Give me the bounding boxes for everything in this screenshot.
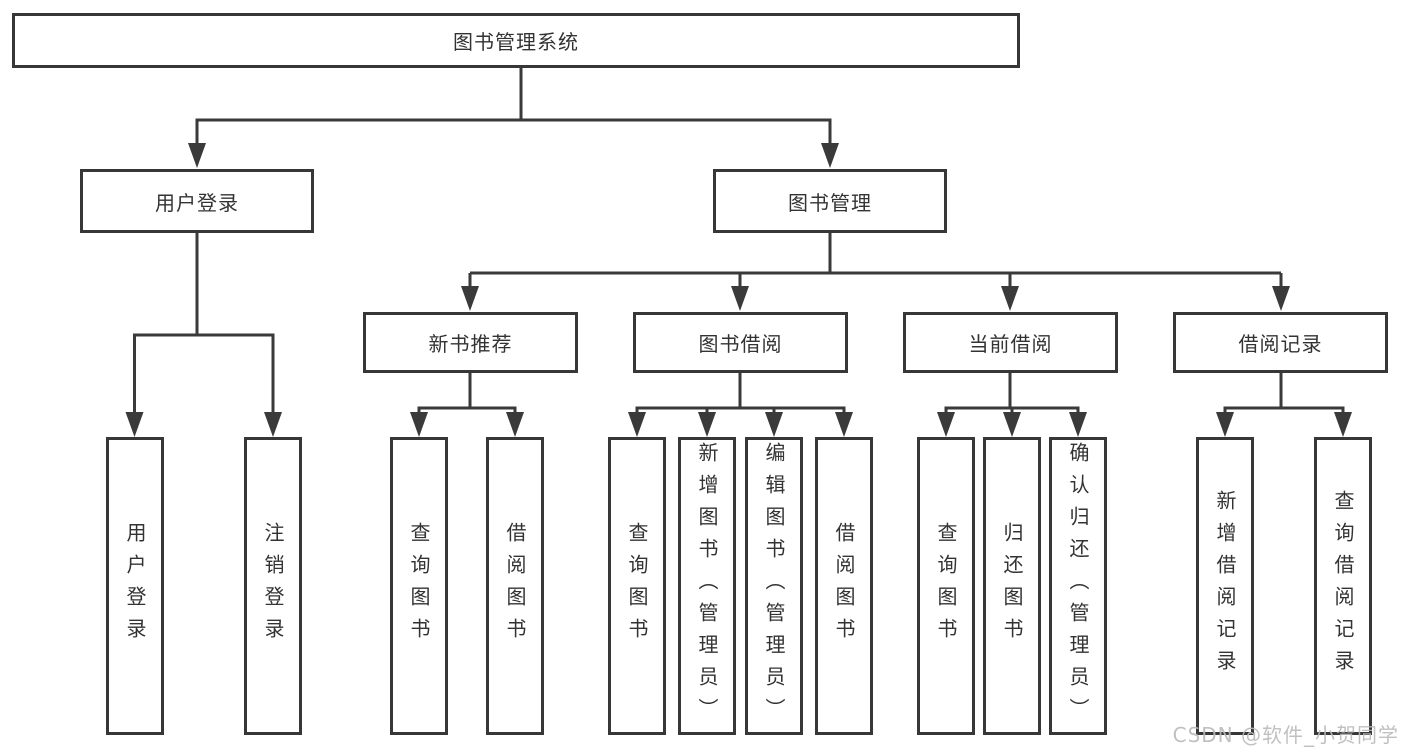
connector-records-to-leaves: [1223, 371, 1345, 414]
connector-root-to-level2: [195, 66, 832, 145]
leaf-recommend-borrow-books: 借阅图书: [486, 437, 544, 735]
leaf-current-query-books-label: 查询图书: [934, 522, 958, 650]
arrowheads-current-leaves: [937, 412, 1087, 437]
node-borrowing-records-label: 借阅记录: [1238, 332, 1323, 356]
node-book-borrowing: 图书借阅: [633, 312, 848, 373]
leaf-borrowing-edit-books-admin: 编辑图书（管理员）: [745, 437, 803, 735]
arrowheads-level2: [188, 143, 839, 168]
leaf-borrowing-borrow-books: 借阅图书: [815, 437, 873, 735]
leaf-borrowing-add-books-admin-label: 新增图书（管理员）: [695, 442, 719, 730]
leaf-borrowing-borrow-books-label: 借阅图书: [832, 522, 856, 650]
node-current-borrowing: 当前借阅: [903, 312, 1118, 373]
node-library-system-label: 图书管理系统: [453, 30, 579, 54]
node-user-login-label: 用户登录: [155, 190, 239, 215]
leaf-logout: 注销登录: [244, 437, 302, 735]
leaf-user-login-label: 用户登录: [123, 522, 147, 650]
node-book-management-label: 图书管理: [788, 190, 872, 215]
node-current-borrowing-label: 当前借阅: [968, 332, 1053, 356]
csdn-watermark: CSDN @软件_小贺同学: [1172, 723, 1399, 747]
leaf-current-query-books: 查询图书: [917, 437, 975, 735]
leaf-current-confirm-return-admin-label: 确认归还（管理员）: [1066, 442, 1090, 730]
leaf-recommend-query-books: 查询图书: [390, 437, 448, 735]
leaf-records-add-record: 新增借阅记录: [1196, 437, 1254, 735]
node-user-login: 用户登录: [80, 169, 314, 233]
leaf-current-confirm-return-admin: 确认归还（管理员）: [1049, 437, 1107, 735]
connector-current-to-leaves: [944, 371, 1080, 414]
connector-userlogin-to-leaves: [133, 232, 275, 414]
arrowheads-level3: [461, 286, 1290, 311]
connector-newbook-to-leaves: [417, 371, 517, 414]
leaf-borrowing-add-books-admin: 新增图书（管理员）: [678, 437, 736, 735]
node-library-system: 图书管理系统: [12, 13, 1020, 68]
node-new-book-recommend-label: 新书推荐: [428, 332, 513, 356]
arrowheads-userlogin-leaves: [125, 412, 282, 437]
leaf-borrowing-query-books-label: 查询图书: [625, 522, 649, 650]
arrowheads-records-leaves: [1216, 412, 1352, 437]
node-borrowing-records: 借阅记录: [1173, 312, 1388, 373]
leaf-recommend-borrow-books-label: 借阅图书: [503, 522, 527, 650]
node-book-borrowing-label: 图书借阅: [698, 332, 783, 356]
connector-borrow-to-leaves: [635, 371, 846, 414]
leaf-records-query-record: 查询借阅记录: [1314, 437, 1372, 735]
leaf-records-add-record-label: 新增借阅记录: [1213, 490, 1237, 682]
leaf-current-return-books-label: 归还图书: [1000, 522, 1024, 650]
leaf-current-return-books: 归还图书: [983, 437, 1041, 735]
arrowheads-borrow-leaves: [628, 412, 853, 437]
arrowheads-newbook-leaves: [410, 412, 524, 437]
leaf-logout-label: 注销登录: [261, 522, 285, 650]
leaf-user-login: 用户登录: [106, 437, 164, 735]
node-new-book-recommend: 新书推荐: [363, 312, 578, 373]
leaf-borrowing-query-books: 查询图书: [608, 437, 666, 735]
leaf-recommend-query-books-label: 查询图书: [407, 522, 431, 650]
leaf-borrowing-edit-books-admin-label: 编辑图书（管理员）: [762, 442, 786, 730]
node-book-management: 图书管理: [713, 169, 947, 233]
connector-bookmgmt-to-level3: [468, 232, 1283, 290]
leaf-records-query-record-label: 查询借阅记录: [1331, 490, 1355, 682]
